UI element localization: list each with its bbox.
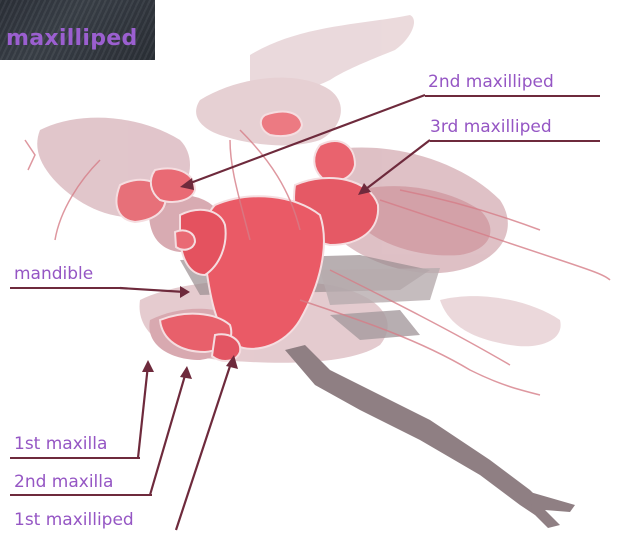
label-mandible: mandible [14, 264, 93, 284]
label-1st-maxilla: 1st maxilla [14, 434, 107, 454]
far-right-lobe [440, 296, 561, 346]
underline-2nd-maxilla [10, 494, 152, 496]
leader-2nd-maxilla [150, 372, 186, 495]
leg-tip [530, 492, 575, 528]
leader-1st-maxilliped [176, 360, 232, 530]
underline-3rd-maxilliped [430, 140, 600, 142]
underline-1st-maxilla [10, 457, 140, 459]
label-2nd-maxilla: 2nd maxilla [14, 472, 113, 492]
arrowhead-1st-maxilla [142, 360, 154, 372]
maxilliped-segment-d [314, 141, 355, 181]
appendage-leg [285, 345, 545, 515]
arrowhead-2nd-maxilla [180, 366, 192, 379]
label-3rd-maxilliped: 3rd maxilliped [430, 117, 552, 137]
underline-mandible [10, 287, 122, 289]
label-2nd-maxilliped: 2nd maxilliped [428, 72, 554, 92]
stroke-8 [25, 140, 35, 170]
leader-1st-maxilla [138, 365, 148, 458]
label-1st-maxilliped: 1st maxilliped [14, 510, 134, 530]
maxilliped-segment-c [261, 112, 302, 137]
upper-left-knob [175, 230, 195, 249]
lower-tip [212, 334, 240, 361]
underline-2nd-maxilliped [425, 95, 600, 97]
